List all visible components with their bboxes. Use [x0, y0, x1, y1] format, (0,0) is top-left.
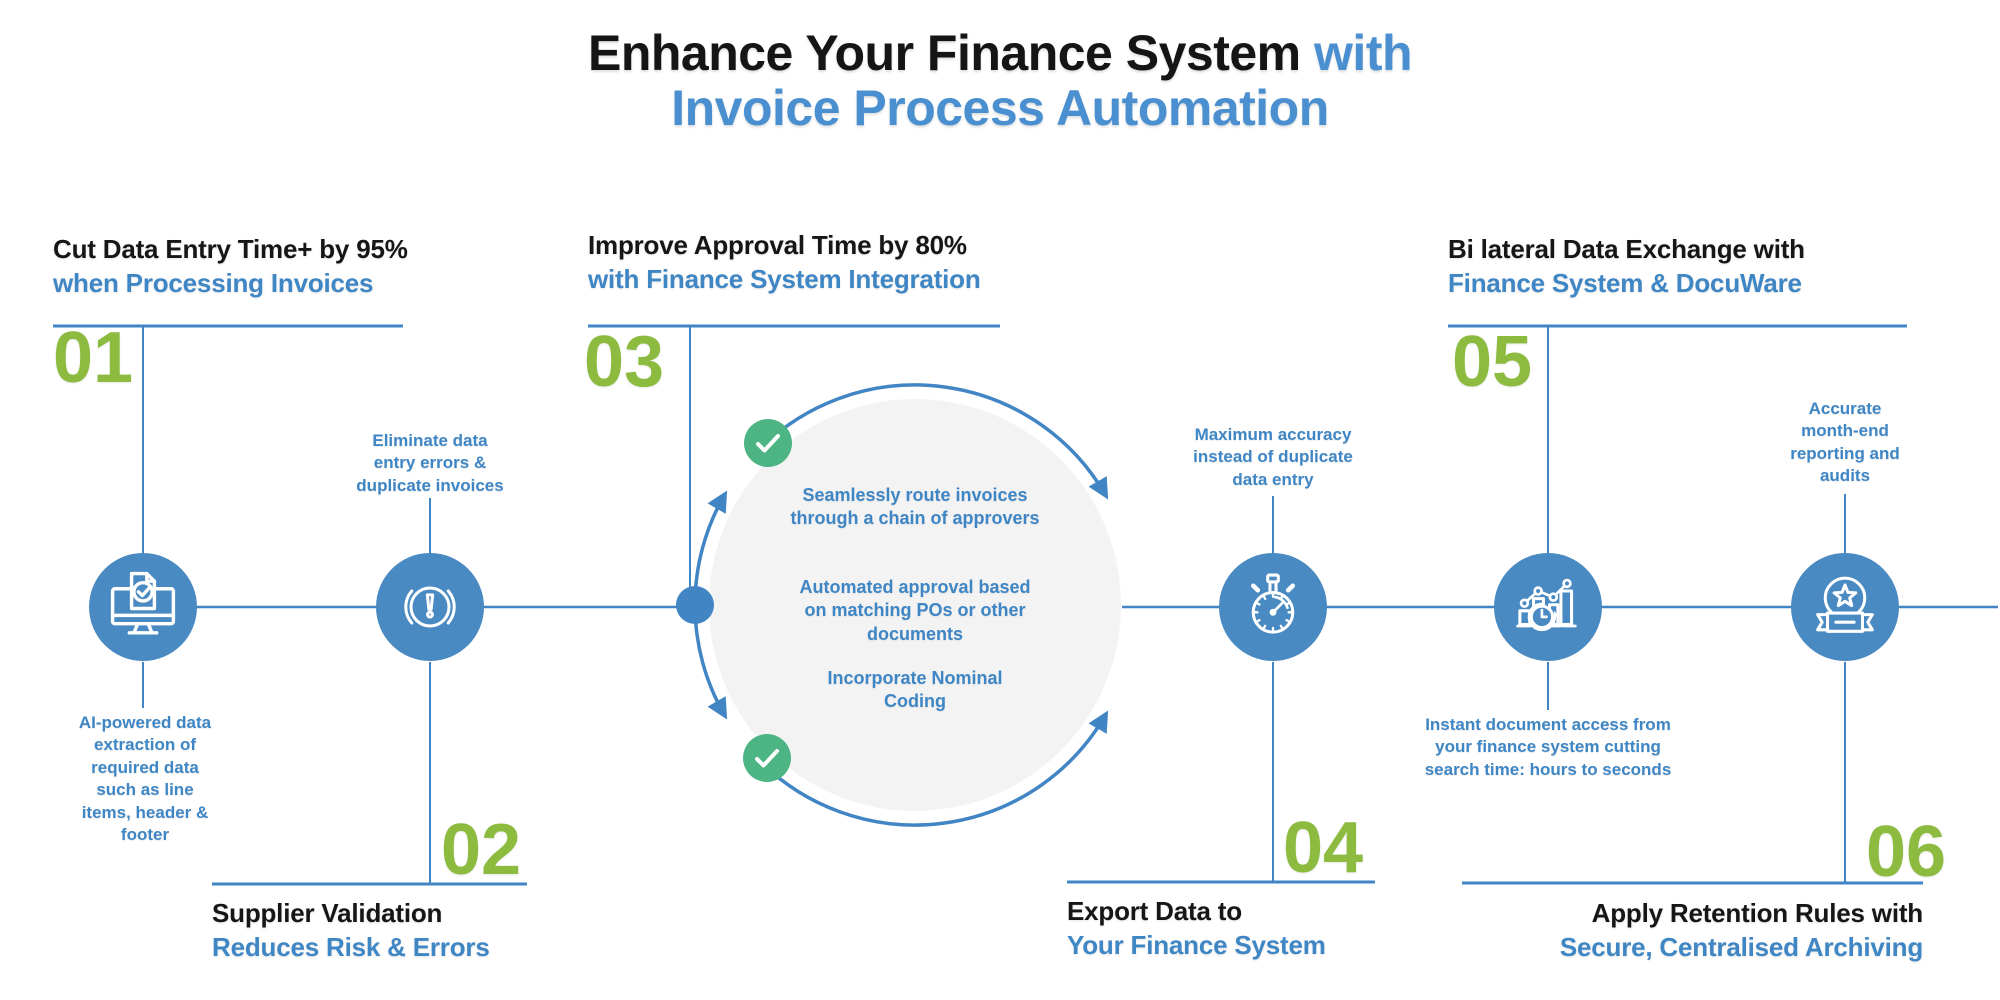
title-blue-part: with: [1300, 25, 1413, 81]
step-02-heading-black: Supplier Validation: [212, 898, 443, 928]
step-06-number: 06: [1866, 812, 1947, 892]
check-icon: [743, 734, 791, 782]
stopwatch-icon: [1219, 553, 1327, 661]
step-01-heading-blue: when Processing Invoices: [53, 267, 374, 298]
step-01-heading: Cut Data Entry Time+ by 95% when Process…: [53, 233, 408, 301]
step-01-note: AI-powered data extraction of required d…: [78, 713, 212, 845]
step-04-heading-black: Export Data to: [1067, 896, 1242, 926]
title-black-part: Enhance Your Finance System: [587, 25, 1301, 81]
step-01-number: 01: [53, 318, 134, 398]
step-02-note: Eliminate data entry errors & duplicate …: [356, 431, 504, 495]
step-05-note: Instant document access from your financ…: [1424, 715, 1672, 779]
step-02-heading-blue: Reduces Risk & Errors: [212, 931, 490, 962]
step-02-heading: Supplier Validation Reduces Risk & Error…: [212, 897, 490, 965]
step-04-note: Maximum accuracy instead of duplicate da…: [1193, 425, 1353, 489]
cycle-item-nominal-coding: Incorporate Nominal Coding: [827, 668, 1003, 712]
cycle-item-route-invoices: Seamlessly route invoices through a chai…: [790, 485, 1040, 529]
approval-cycle-circle: [709, 399, 1121, 811]
alert-exclamation-icon: [376, 553, 484, 661]
step-05-heading: Bi lateral Data Exchange with Finance Sy…: [1448, 233, 1805, 301]
step-03-heading-black: Improve Approval Time by 80%: [588, 230, 967, 260]
step-03-heading-blue: with Finance System Integration: [588, 263, 981, 294]
page-title-line2: Invoice Process Automation: [671, 80, 1329, 136]
step-03-number: 03: [584, 322, 665, 402]
step-06-heading-blue: Secure, Centralised Archiving: [1559, 931, 1923, 962]
step-06-heading: Apply Retention Rules with Secure, Centr…: [1400, 897, 1923, 965]
cycle-item-automated-approval: Automated approval based on matching POs…: [799, 577, 1031, 644]
step-06-note: Accurate month-end reporting and audits: [1790, 399, 1900, 486]
award-star-icon: [1791, 553, 1899, 661]
cycle-arrow-top: [758, 383, 1109, 500]
page-title-line1: Enhance Your Finance System with: [0, 26, 2000, 81]
analytics-clock-icon: [1494, 553, 1602, 661]
step-05-number: 05: [1452, 322, 1533, 402]
step-05-heading-black: Bi lateral Data Exchange with: [1448, 234, 1805, 264]
page-title: Enhance Your Finance System with Invoice…: [0, 26, 2000, 136]
monitor-document-check-icon: [89, 553, 197, 661]
step-04-heading: Export Data to Your Finance System: [1067, 895, 1326, 963]
step-06-heading-black: Apply Retention Rules with: [1591, 898, 1924, 928]
step-05-heading-blue: Finance System & DocuWare: [1448, 267, 1802, 298]
step-02-number: 02: [441, 810, 522, 890]
step-03-heading: Improve Approval Time by 80% with Financ…: [588, 229, 981, 297]
step-04-heading-blue: Your Finance System: [1067, 929, 1326, 960]
check-icon: [744, 419, 792, 467]
timeline-node-dot: [676, 586, 714, 624]
step-01-heading-black: Cut Data Entry Time+ by 95%: [53, 234, 408, 264]
step-04-number: 04: [1283, 808, 1364, 888]
cycle-arrow-bottom: [758, 710, 1109, 827]
